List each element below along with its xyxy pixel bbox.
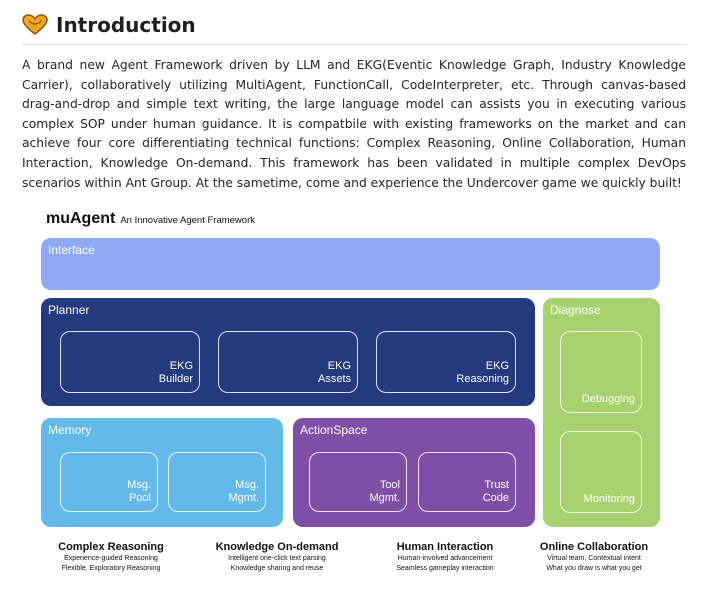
brand-name: muAgent: [46, 210, 116, 227]
diagnose-panel: Diagnose Debugging Monitoring: [543, 298, 660, 527]
memory-title: Memory: [48, 423, 92, 437]
planner-title: Planner: [48, 303, 90, 317]
debugging-box: Debugging: [560, 331, 642, 413]
trust-code-box: Trust Code: [418, 452, 516, 512]
capability-line: What you draw is what you get: [546, 565, 642, 572]
diagram-brand: muAgent An Innovative Agent Framework: [46, 210, 255, 228]
diagnose-title: Diagnose: [550, 303, 601, 317]
ekg-builder-label: EKG Builder: [158, 360, 193, 385]
monitoring-box: Monitoring: [560, 431, 642, 513]
interface-title: Interface: [48, 243, 95, 257]
monitoring-label: Monitoring: [583, 493, 635, 505]
ekg-reasoning-box: EKG Reasoning: [376, 331, 516, 393]
tool-mgmt-box: Tool Mgmt.: [309, 452, 407, 512]
planner-panel: Planner EKG Builder EKG Assets EKG Reaso…: [41, 298, 535, 406]
capability-line: Human-involved advancement: [397, 555, 493, 562]
capability-line: Seamless gameplay interaction: [396, 565, 494, 572]
ekg-assets-box: EKG Assets: [218, 331, 358, 393]
capability-title: Online Collaboration: [539, 541, 649, 553]
capability-complex-reasoning: Complex Reasoning Experience-guided Reas…: [40, 540, 182, 574]
ekg-assets-label: EKG Assets: [317, 360, 351, 385]
capability-title: Complex Reasoning: [58, 541, 164, 553]
ekg-builder-box: EKG Builder: [60, 331, 200, 393]
heart-icon: [22, 14, 48, 35]
section-heading: Introduction: [22, 10, 686, 45]
capability-title: Human Interaction: [396, 541, 494, 553]
capability-title: Knowledge On-demand: [215, 541, 339, 553]
capability-line: Experience-guided Reasoning: [64, 555, 158, 562]
capability-line: Flexible, Exploratory Reasoning: [61, 565, 161, 572]
brand-tagline: An Innovative Agent Framework: [120, 215, 255, 226]
actionspace-title: ActionSpace: [300, 423, 368, 437]
actionspace-panel: ActionSpace Tool Mgmt. Trust Code: [293, 418, 535, 527]
capability-human-interaction: Human Interaction Human-involved advance…: [376, 540, 514, 574]
capability-line: Virtual team, Contextual intent: [547, 555, 641, 562]
tool-mgmt-label: Tool Mgmt.: [369, 479, 400, 504]
capability-knowledge-on-demand: Knowledge On-demand Intelligent one-clic…: [204, 540, 350, 574]
memory-panel: Memory Msg. Pool Msg. Mgmt.: [41, 418, 283, 527]
section-title: Introduction: [56, 13, 196, 37]
capability-line: Knowledge sharing and reuse: [230, 565, 324, 572]
msg-pool-label: Msg. Pool: [127, 479, 151, 504]
architecture-diagram: muAgent An Innovative Agent Framework In…: [40, 208, 662, 580]
capability-line: Intelligent one-click text parsing: [228, 555, 326, 562]
msg-mgmt-box: Msg. Mgmt.: [168, 452, 266, 512]
capability-online-collaboration: Online Collaboration Virtual team, Conte…: [528, 540, 660, 574]
trust-code-label: Trust Code: [482, 479, 509, 504]
ekg-reasoning-label: EKG Reasoning: [456, 360, 509, 385]
msg-pool-box: Msg. Pool: [60, 452, 158, 512]
intro-paragraph: A brand new Agent Framework driven by LL…: [22, 58, 686, 190]
msg-mgmt-label: Msg. Mgmt.: [228, 479, 259, 504]
debugging-label: Debugging: [581, 393, 635, 405]
interface-panel: Interface: [41, 238, 660, 290]
